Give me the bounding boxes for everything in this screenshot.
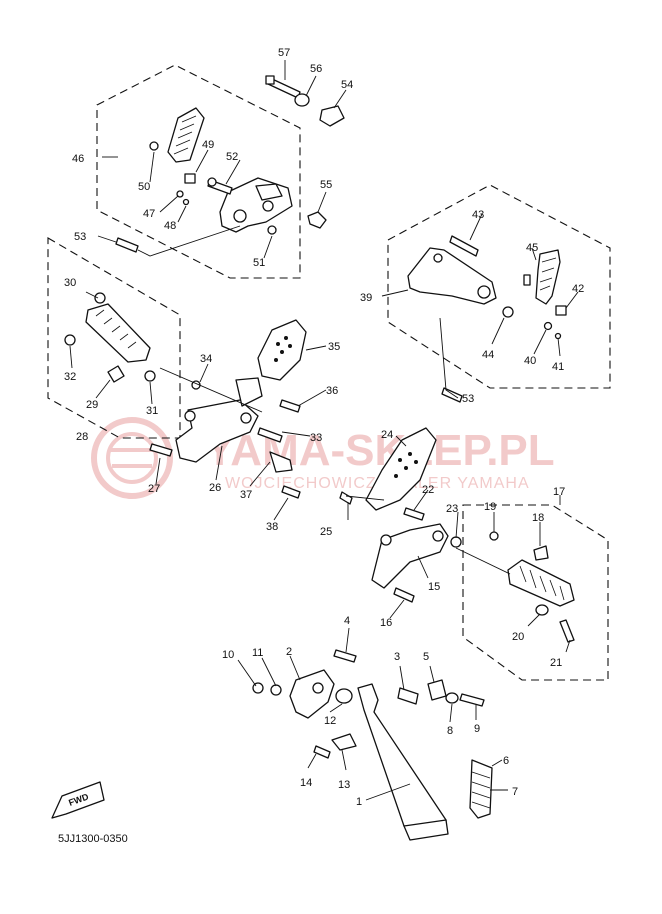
leader-lines xyxy=(69,60,579,801)
passenger-footrest-left xyxy=(115,75,345,253)
callout-28: 28 xyxy=(76,431,88,443)
callout-40: 40 xyxy=(524,355,536,367)
rider-footrest-left xyxy=(64,292,156,383)
rider-bracket-right xyxy=(339,427,462,603)
callout-21: 21 xyxy=(550,657,562,669)
watermark-logo xyxy=(91,417,173,499)
callout-10: 10 xyxy=(222,649,234,661)
callout-44: 44 xyxy=(482,349,494,361)
callout-53b: 53 xyxy=(462,393,474,405)
callout-49: 49 xyxy=(202,139,214,151)
callout-35: 35 xyxy=(328,341,340,353)
callout-51: 51 xyxy=(253,257,265,269)
callout-labels: 1 2 3 4 5 6 7 8 9 10 11 12 13 14 15 16 1… xyxy=(64,47,584,808)
callout-9: 9 xyxy=(474,723,480,735)
callout-12: 12 xyxy=(324,715,336,727)
callout-43: 43 xyxy=(472,209,484,221)
callout-57: 57 xyxy=(278,47,290,59)
sidestand-assembly xyxy=(252,649,493,841)
watermark-title: YAMA-SKLEP.PL xyxy=(205,426,555,475)
callout-32: 32 xyxy=(64,371,76,383)
callout-46: 46 xyxy=(72,153,84,165)
watermark: YAMA-SKLEP.PL WOJCIECHOWICZ DEALER YAMAH… xyxy=(91,417,555,499)
callout-2: 2 xyxy=(286,646,292,658)
callout-42: 42 xyxy=(572,283,584,295)
callout-15: 15 xyxy=(428,581,440,593)
callout-20: 20 xyxy=(512,631,524,643)
group-46-boundary xyxy=(96,64,301,279)
callout-36: 36 xyxy=(326,385,338,397)
callout-24: 24 xyxy=(381,429,393,441)
callout-26: 26 xyxy=(209,482,221,494)
passenger-footrest-right xyxy=(407,235,567,403)
callout-56: 56 xyxy=(310,63,322,75)
callout-29: 29 xyxy=(86,399,98,411)
callout-53a: 53 xyxy=(74,231,86,243)
callout-25: 25 xyxy=(320,526,332,538)
callout-7: 7 xyxy=(512,786,518,798)
callout-34: 34 xyxy=(200,353,212,365)
callout-8: 8 xyxy=(447,725,453,737)
callout-50: 50 xyxy=(138,181,150,193)
callout-11: 11 xyxy=(252,647,263,659)
fwd-arrow-icon: FWD xyxy=(51,781,105,819)
callout-48: 48 xyxy=(164,220,176,232)
callout-52: 52 xyxy=(226,151,238,163)
callout-38: 38 xyxy=(266,521,278,533)
callout-45: 45 xyxy=(526,242,538,254)
callout-30: 30 xyxy=(64,277,76,289)
callout-5: 5 xyxy=(423,651,429,663)
callout-47: 47 xyxy=(143,208,155,220)
callout-22: 22 xyxy=(422,484,434,496)
callout-41: 41 xyxy=(552,361,564,373)
callout-14: 14 xyxy=(300,777,312,789)
rider-bracket-left xyxy=(149,319,307,499)
group-39-boundary xyxy=(387,184,611,389)
callout-16: 16 xyxy=(380,617,392,629)
callout-19: 19 xyxy=(484,501,496,513)
rider-footrest-right xyxy=(489,531,575,643)
callout-55: 55 xyxy=(320,179,332,191)
callout-1: 1 xyxy=(356,796,362,808)
callout-13: 13 xyxy=(338,779,350,791)
callout-54: 54 xyxy=(341,79,353,91)
callout-39: 39 xyxy=(360,292,372,304)
group-28-boundary xyxy=(47,237,181,439)
callout-37: 37 xyxy=(240,489,252,501)
callout-18: 18 xyxy=(532,512,544,524)
diagram-code: 5JJ1300-0350 xyxy=(58,833,128,845)
callout-23: 23 xyxy=(446,503,458,515)
callout-31: 31 xyxy=(146,405,158,417)
callout-6: 6 xyxy=(503,755,509,767)
callout-33: 33 xyxy=(310,432,322,444)
callout-27: 27 xyxy=(148,483,160,495)
callout-17: 17 xyxy=(553,486,565,498)
callout-4: 4 xyxy=(344,615,350,627)
callout-3: 3 xyxy=(394,651,400,663)
